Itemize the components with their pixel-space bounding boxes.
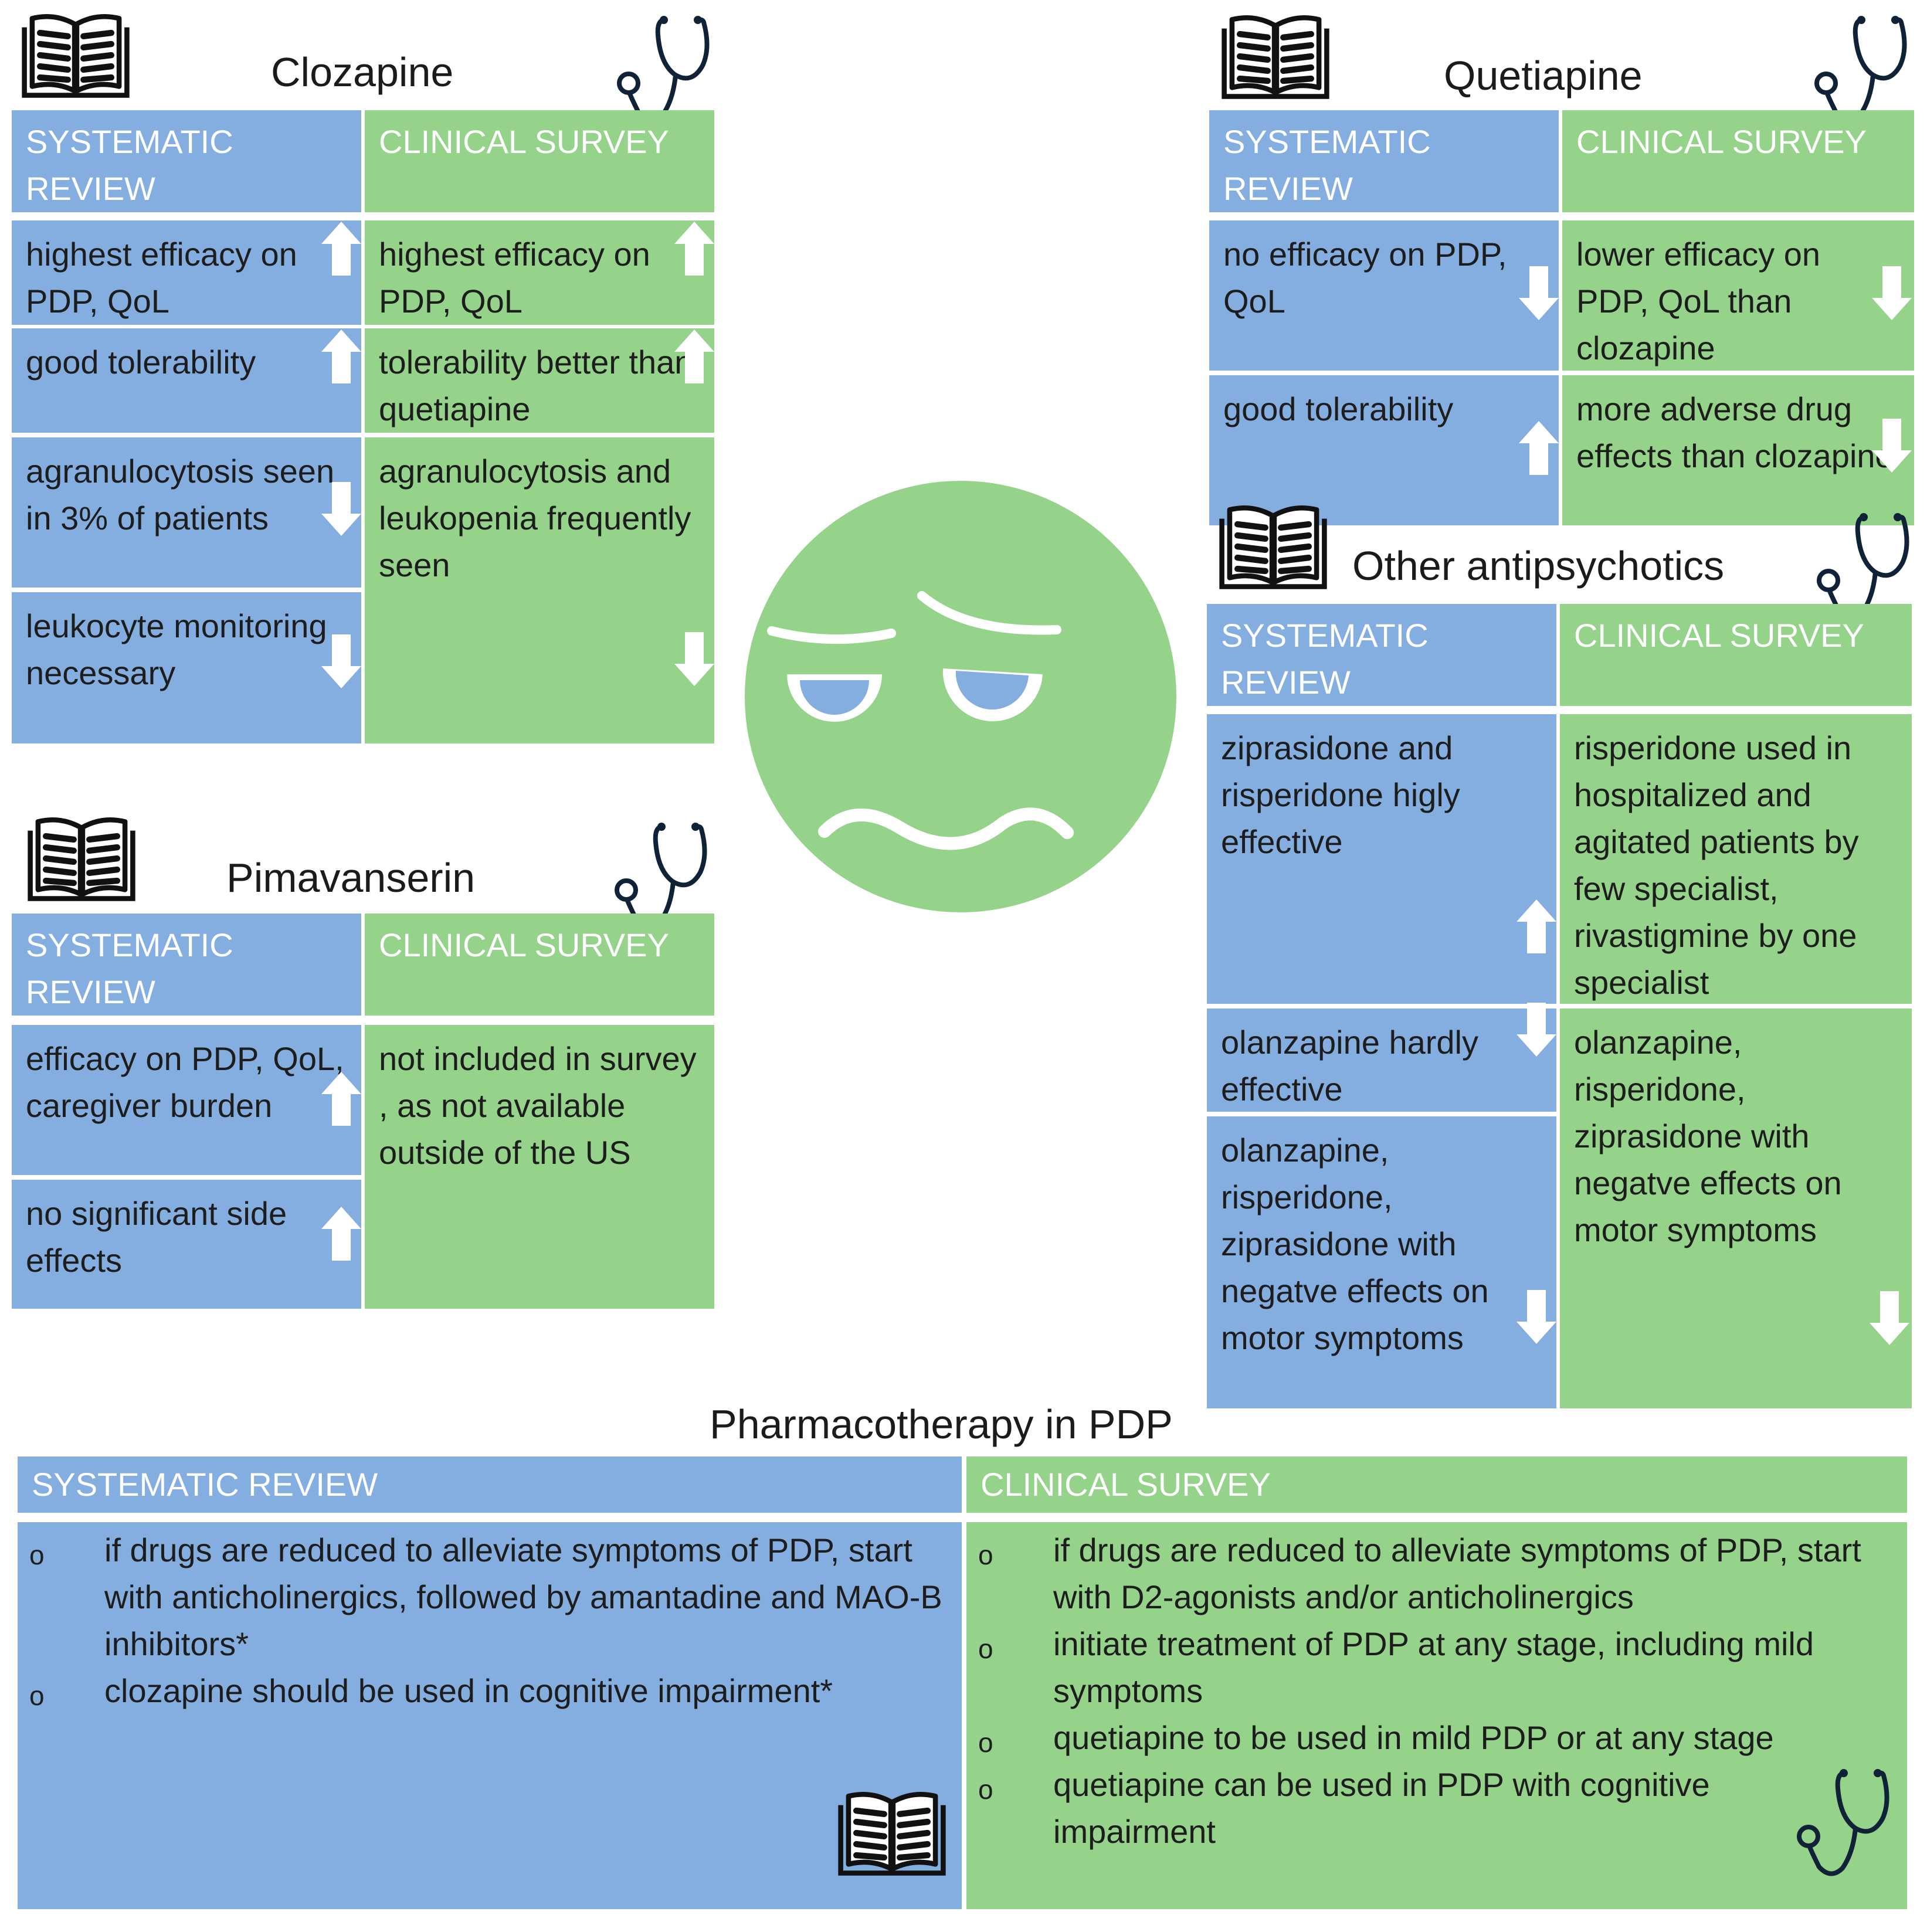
item-text: quetiapine to be used in mild PDP or at … <box>1053 1719 1774 1756</box>
arrow-up-icon <box>320 1206 362 1262</box>
clozapine-survey-header: CLINICAL SURVEY <box>365 110 714 212</box>
other-review-item: ziprasidone and risperidone higly effect… <box>1207 714 1556 1004</box>
pharma-review-header: SYSTEMATIC REVIEW <box>18 1456 962 1513</box>
arrow-down-icon <box>673 631 715 687</box>
item-text: if drugs are reduced to alleviate sympto… <box>1053 1532 1861 1615</box>
pimavanserin-title: Pimavanserin <box>226 855 476 901</box>
item-text: not included in survey , as not availabl… <box>379 1040 697 1171</box>
arrow-up-icon <box>320 220 362 277</box>
other-survey-header: CLINICAL SURVEY <box>1560 604 1912 706</box>
item-text: no efficacy on PDP, QoL <box>1223 236 1507 320</box>
quetiapine-survey-header: CLINICAL SURVEY <box>1562 110 1914 212</box>
list-item: o quetiapine can be used in PDP with cog… <box>978 1761 1776 1855</box>
other-survey-item: risperidone used in hospitalized and agi… <box>1560 714 1912 1004</box>
stethoscope-icon <box>1790 1765 1895 1882</box>
bullet: o <box>978 1774 993 1805</box>
quetiapine-survey-item: lower efficacy on PDP, QoL than clozapin… <box>1562 220 1914 371</box>
item-text: clozapine should be used in cognitive im… <box>104 1672 833 1709</box>
item-text: olanzapine, risperidone, ziprasidone wit… <box>1221 1132 1489 1356</box>
book-icon <box>26 815 137 904</box>
list-item: o quetiapine to be used in mild PDP or a… <box>978 1714 1893 1761</box>
quetiapine-review-item: good tolerability <box>1209 375 1559 525</box>
pimavanserin-review-item: no significant side effects <box>12 1180 361 1309</box>
item-text: leukocyte monitoring necessary <box>26 607 327 691</box>
arrow-up-icon <box>1515 898 1558 955</box>
item-text: risperidone used in hospitalized and agi… <box>1574 729 1859 1001</box>
pimavanserin-review-item: efficacy on PDP, QoL, caregiver burden <box>12 1025 361 1175</box>
arrow-down-icon <box>1515 1001 1558 1058</box>
arrow-up-icon <box>1518 420 1560 476</box>
other-review-item: olanzapine hardly effective <box>1207 1009 1556 1112</box>
item-text: lower efficacy on PDP, QoL than clozapin… <box>1576 236 1821 366</box>
arrow-down-icon <box>320 633 362 690</box>
other-survey-item: olanzapine, risperidone, ziprasidone wit… <box>1560 1009 1912 1408</box>
other-review-header: SYSTEMATIC REVIEW <box>1207 604 1556 706</box>
clozapine-review-header: SYSTEMATIC REVIEW <box>12 110 361 212</box>
arrow-down-icon <box>320 481 362 537</box>
pharma-survey-header: CLINICAL SURVEY <box>966 1456 1907 1513</box>
pimavanserin-review-header: SYSTEMATIC REVIEW <box>12 914 361 1016</box>
arrow-down-icon <box>1871 265 1913 321</box>
clozapine-review-item: leukocyte monitoring necessary <box>12 592 361 743</box>
item-text: highest efficacy on PDP, QoL <box>26 236 297 320</box>
pimavanserin-survey-item: not included in survey , as not availabl… <box>365 1025 714 1309</box>
bullet: o <box>978 1634 993 1664</box>
list-item: o if drugs are reduced to alleviate symp… <box>29 1527 944 1668</box>
arrow-up-icon <box>320 328 362 385</box>
list-item: o if drugs are reduced to alleviate symp… <box>978 1527 1893 1621</box>
item-text: ziprasidone and risperidone higly effect… <box>1221 729 1460 860</box>
clozapine-review-item: agranulocytosis seen in 3% of patients <box>12 437 361 588</box>
item-text: efficacy on PDP, QoL, caregiver burden <box>26 1040 344 1124</box>
bullet: o <box>29 1540 45 1570</box>
item-text: highest efficacy on PDP, QoL <box>379 236 650 320</box>
item-text: no significant side effects <box>26 1195 287 1279</box>
other-antipsychotics-title: Other antipsychotics <box>1352 543 1725 589</box>
arrow-down-icon <box>1871 417 1913 474</box>
item-text: if drugs are reduced to alleviate sympto… <box>104 1532 942 1662</box>
arrow-up-icon <box>673 220 715 277</box>
quetiapine-survey-item: more adverse drug effects than clozapine <box>1562 375 1914 525</box>
pimavanserin-survey-header: CLINICAL SURVEY <box>365 914 714 1016</box>
item-text: more adverse drug effects than clozapine <box>1576 391 1894 474</box>
quetiapine-review-header: SYSTEMATIC REVIEW <box>1209 110 1559 212</box>
item-text: olanzapine hardly effective <box>1221 1024 1478 1108</box>
book-icon <box>836 1790 948 1879</box>
pharma-review-body <box>18 1522 962 1909</box>
book-icon <box>1220 13 1331 102</box>
other-review-item: olanzapine, risperidone, ziprasidone wit… <box>1207 1116 1556 1408</box>
list-item: o clozapine should be used in cognitive … <box>29 1668 944 1714</box>
clozapine-survey-item: highest efficacy on PDP, QoL <box>365 220 714 325</box>
item-text: initiate treatment of PDP at any stage, … <box>1053 1625 1814 1709</box>
bullet: o <box>29 1680 45 1711</box>
item-text: good tolerability <box>26 344 256 381</box>
book-icon <box>1217 503 1329 592</box>
clozapine-title: Clozapine <box>271 49 454 95</box>
book-icon <box>20 12 131 101</box>
bullet: o <box>978 1540 993 1570</box>
item-text: olanzapine, risperidone, ziprasidone wit… <box>1574 1024 1842 1248</box>
arrow-up-icon <box>320 1071 362 1127</box>
arrow-down-icon <box>1868 1290 1911 1346</box>
quetiapine-review-item: no efficacy on PDP, QoL <box>1209 220 1559 371</box>
item-text: good tolerability <box>1223 391 1454 427</box>
arrow-down-icon <box>1518 265 1560 321</box>
item-text: agranulocytosis and leukopenia frequentl… <box>379 453 691 583</box>
bullet: o <box>978 1727 993 1758</box>
quetiapine-title: Quetiapine <box>1444 53 1643 99</box>
clozapine-review-item: highest efficacy on PDP, QoL <box>12 220 361 325</box>
clozapine-survey-item: tolerability better than quetiapine <box>365 328 714 433</box>
pharma-survey-body <box>966 1522 1907 1909</box>
worried-face-icon <box>745 481 1176 912</box>
item-text: quetiapine can be used in PDP with cogni… <box>1053 1766 1710 1850</box>
list-item: o initiate treatment of PDP at any stage… <box>978 1621 1893 1714</box>
item-text: tolerability better than quetiapine <box>379 344 693 427</box>
arrow-up-icon <box>673 328 715 385</box>
item-text: agranulocytosis seen in 3% of patients <box>26 453 335 537</box>
clozapine-review-item: good tolerability <box>12 328 361 433</box>
pharmacotherapy-title: Pharmacotherapy in PDP <box>710 1401 1173 1447</box>
clozapine-survey-item: agranulocytosis and leukopenia frequentl… <box>365 437 714 743</box>
arrow-down-icon <box>1515 1289 1558 1345</box>
